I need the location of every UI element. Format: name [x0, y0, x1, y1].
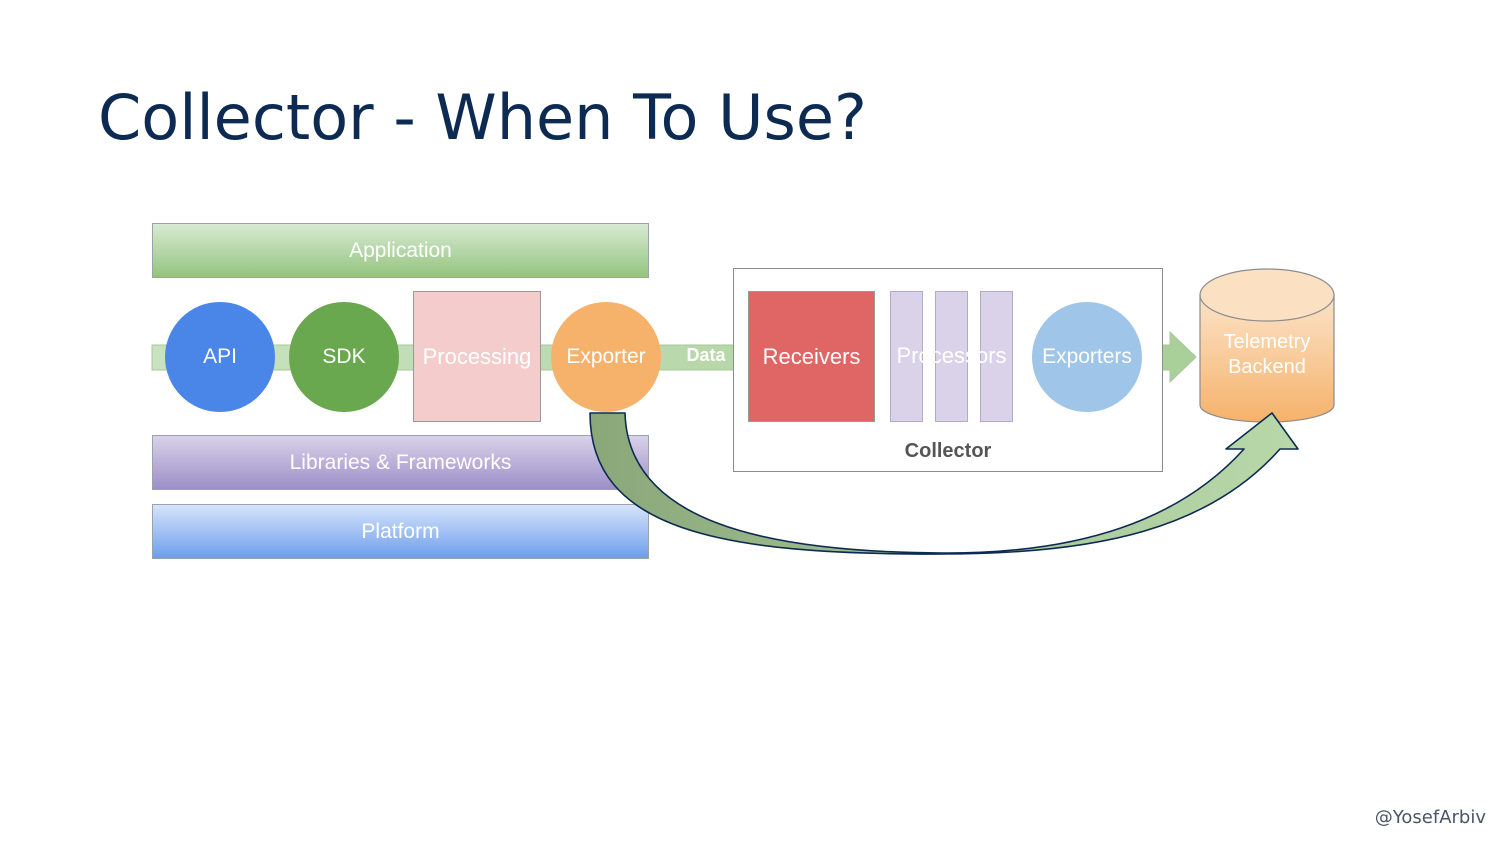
application-layer: Application: [152, 223, 649, 278]
processor-block: [980, 291, 1013, 422]
api-node: API: [165, 302, 275, 412]
backend-line-1: Telemetry: [1223, 331, 1311, 353]
collector-label: Collector: [904, 440, 992, 462]
libraries-frameworks-layer: Libraries & Frameworks: [152, 435, 649, 490]
processor-block: [935, 291, 968, 422]
author-handle: @YosefArbiv: [1374, 807, 1486, 828]
telemetry-backend-label: Telemetry Backend: [1200, 330, 1334, 380]
exporters-node: Exporters: [1032, 302, 1142, 412]
processors-label: Processors: [896, 343, 1007, 368]
platform-layer: Platform: [152, 504, 649, 559]
exporter-node: Exporter: [551, 302, 661, 412]
backend-line-2: Backend: [1228, 356, 1306, 378]
data-label: Data: [686, 345, 726, 365]
receivers-node: Receivers: [748, 291, 875, 422]
slide-title: Collector - When To Use?: [98, 81, 867, 154]
processing-node: Processing: [413, 291, 541, 422]
processor-block: [890, 291, 923, 422]
sdk-node: SDK: [289, 302, 399, 412]
